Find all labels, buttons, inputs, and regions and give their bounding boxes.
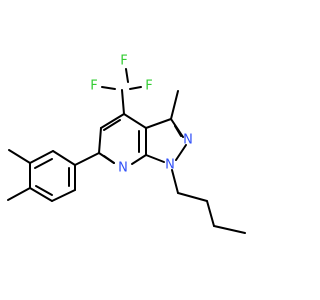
bond-n7-c7a (131, 154, 147, 165)
bond-ar-c2-c3 (29, 150, 54, 164)
bond-layer (7, 68, 246, 234)
atom-nitrogen-pyrazole-n2: N (183, 133, 193, 148)
atom-fluorine-right: F (145, 79, 152, 94)
molecule-structure: F F F N N N (7, 54, 246, 234)
atom-nitrogen-pyridine: N (118, 161, 128, 176)
bond-butyl-c2-c3 (206, 200, 215, 227)
bond-cf3-f-right (129, 86, 142, 90)
bond-cf3-f-top (125, 68, 129, 83)
bond-ar-methyl-bottom (7, 187, 31, 201)
bond-n1-butyl-c1 (171, 169, 179, 194)
atom-fluorine-top: F (120, 54, 127, 69)
bond-c3-methyl (170, 90, 179, 120)
bond-c3a-c3 (145, 118, 172, 129)
bond-butyl-c1-c2 (177, 192, 208, 202)
bond-ar-methyl-top (8, 149, 31, 164)
structure-canvas: F F F N N N (7, 54, 246, 234)
bond-c6-n7-double (103, 155, 115, 164)
bond-ar-c4-c5 (29, 187, 53, 202)
atom-nitrogen-pyrazole-n1: N (165, 158, 175, 173)
bond-c3-n2-double (174, 125, 182, 137)
bond-c4-c5-double (103, 119, 121, 131)
bond-ar-c1-c2 (52, 150, 76, 166)
bond-c5-c6 (98, 127, 102, 154)
bond-c3a-c4 (123, 113, 147, 129)
bond-ar-c4-c5-double (35, 185, 53, 196)
bond-n1-c7a (145, 154, 165, 163)
bond-cf3-ring (121, 89, 125, 115)
bond-ar-c2-c3-double (34, 158, 53, 169)
bond-butyl-c3-c4 (213, 225, 246, 234)
bond-c6-aryl (74, 152, 100, 166)
atom-fluorine-left: F (90, 79, 97, 94)
atom-label-layer: F F F N N N (90, 54, 193, 176)
bond-n2-n1 (175, 144, 187, 161)
bond-cf3-f-left (101, 86, 116, 90)
bond-ar-c5-c6 (51, 189, 76, 202)
bond-c4-c5 (100, 113, 125, 129)
